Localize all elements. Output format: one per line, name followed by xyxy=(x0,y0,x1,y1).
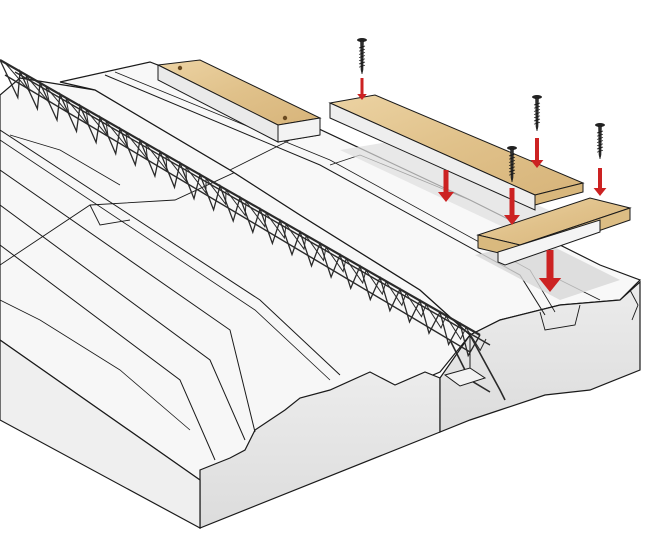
slab-left-groove-2 xyxy=(0,139,331,381)
slab-right-groove-2 xyxy=(114,71,556,313)
shadow-middle xyxy=(340,140,580,235)
girder-zigzag xyxy=(0,59,481,358)
placement-arrow xyxy=(438,170,454,202)
girder-bottom-chord-2 xyxy=(14,71,491,346)
timber-batten-back xyxy=(156,59,322,143)
screw-hole xyxy=(282,115,288,121)
timber-batten-middle xyxy=(328,94,585,211)
slab-left-groove-1 xyxy=(0,129,341,376)
screw xyxy=(532,95,542,132)
girder-diagonals xyxy=(0,59,487,358)
slab-left-ridge-1 xyxy=(0,169,256,433)
slab-left-edge-line xyxy=(9,134,121,186)
slab-left-joint-step xyxy=(89,204,131,226)
placement-arrow xyxy=(593,168,607,196)
precast-slab-left xyxy=(0,77,471,530)
slab-right-endface xyxy=(439,280,641,433)
slab-right-corner xyxy=(629,289,639,321)
placement-arrow xyxy=(504,188,520,225)
screws xyxy=(357,38,605,183)
screw-hole xyxy=(177,65,183,71)
screw xyxy=(595,123,605,160)
placement-arrow xyxy=(538,250,562,292)
batten-back-side xyxy=(157,64,279,143)
spacer-block xyxy=(443,367,487,387)
girder-end-2 xyxy=(469,334,506,401)
placement-arrow xyxy=(357,78,367,100)
placement-arrows xyxy=(357,78,607,292)
slab-right-groove-end xyxy=(539,304,581,331)
lattice-girder xyxy=(0,59,506,401)
slab-left-ridge-3 xyxy=(0,244,216,461)
slab-left-ridge-2 xyxy=(0,204,246,441)
girder-zigzag-2 xyxy=(5,63,487,352)
slab-left-side xyxy=(0,339,201,530)
placement-arrow xyxy=(530,138,544,168)
slab-left-lower-line xyxy=(0,299,191,431)
batten-middle-side xyxy=(329,102,536,211)
screw xyxy=(507,146,517,183)
screw xyxy=(357,38,367,75)
batten-front-underlay xyxy=(497,219,601,266)
timber-batten-front xyxy=(476,197,632,266)
slab-right-groove-1 xyxy=(104,74,546,316)
